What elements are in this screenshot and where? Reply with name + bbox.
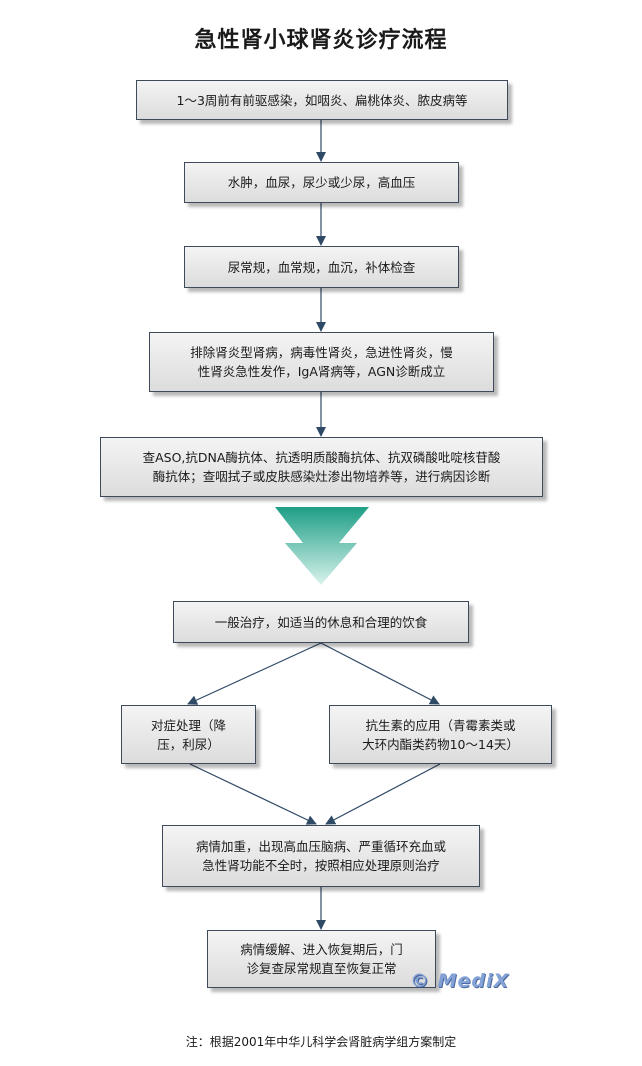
- step-antibiotics: 抗生素的应用（青霉素类或 大环内酯类药物10～14天）: [329, 705, 552, 764]
- arrow-8-9: [325, 763, 441, 825]
- big-down-arrow: [275, 507, 369, 585]
- page-title: 急性肾小球肾炎诊疗流程: [194, 28, 448, 53]
- arrow-6-8: [320, 642, 440, 705]
- step-lab-tests: 尿常规，血常规，血沉，补体检查: [184, 246, 459, 288]
- step-recovery: 病情缓解、进入恢复期后，门 诊复查尿常规直至恢复正常: [207, 930, 436, 988]
- step-general-treatment: 一般治疗，如适当的休息和合理的饮食: [173, 601, 469, 643]
- step-differential-diagnosis: 排除肾炎型肾病，病毒性肾炎，急进性肾炎，慢 性肾炎急性发作，IgA肾病等，AGN…: [149, 332, 494, 392]
- step-prodromal-infection: 1～3周前有前驱感染，如咽炎、扁桃体炎、脓皮病等: [136, 80, 508, 120]
- watermark: © MediX: [410, 970, 510, 992]
- footnote: 注：根据2001年中华儿科学会肾脏病学组方案制定: [185, 1035, 457, 1049]
- arrow-7-9: [189, 763, 317, 825]
- step-symptomatic-treatment: 对症处理（降 压，利尿）: [121, 705, 256, 764]
- step-worsening: 病情加重，出现高血压脑病、严重循环充血或 急性肾功能不全时，按照相应处理原则治疗: [162, 825, 480, 887]
- step-symptoms: 水肿，血尿，尿少或少尿，高血压: [184, 162, 459, 203]
- arrow-6-7: [187, 642, 322, 705]
- step-etiology-diagnosis: 查ASO,抗DNA酶抗体、抗透明质酸酶抗体、抗双磷酸吡啶核苷酸 酶抗体；查咽拭子…: [100, 437, 543, 497]
